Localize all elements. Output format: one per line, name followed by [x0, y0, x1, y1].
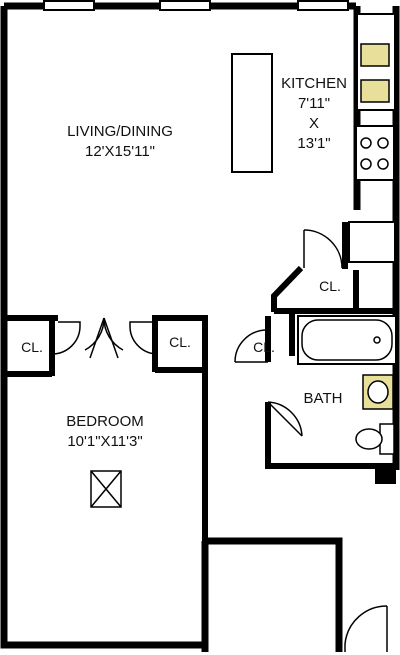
bedroom-door — [84, 317, 124, 359]
bedroom-name: BEDROOM — [66, 413, 144, 430]
closet-label-bath: CL. — [253, 339, 275, 355]
bedroom-walls — [4, 315, 208, 541]
bathtub — [297, 315, 397, 365]
bath-closet-door — [234, 329, 268, 363]
bath-door — [267, 401, 303, 437]
kitchen-counter — [356, 13, 396, 111]
bedroom-dims: 10'1"X11'3" — [67, 433, 143, 450]
kitchen-name: KITCHEN — [281, 75, 347, 92]
closet-label-hall: CL. — [319, 278, 341, 294]
kitchen-sep: X — [308, 115, 319, 132]
living-dining-dims: 12'X15'11" — [85, 143, 155, 160]
living-dining-label: LIVING/DINING 12'X15'11" — [50, 122, 190, 162]
windows — [43, 0, 349, 11]
refrigerator — [348, 221, 396, 263]
entry-door — [344, 605, 388, 652]
kitchen-label: KITCHEN 7'11" X 13'1" — [272, 74, 356, 154]
living-dining-name: LIVING/DINING — [67, 123, 173, 140]
closet-label-bedroom-right: CL. — [169, 334, 191, 350]
bath-walls — [265, 312, 396, 469]
bedroom-label: BEDROOM 10'1"X11'3" — [40, 412, 170, 452]
bedroom-closet-doors — [51, 321, 156, 355]
kitchen-width: 7'11" — [297, 95, 331, 112]
bath-name: BATH — [303, 390, 343, 407]
utility-block — [375, 466, 396, 484]
bath-label: BATH — [296, 389, 350, 409]
toilet — [355, 423, 395, 455]
closet-label-bedroom-left: CL. — [21, 339, 43, 355]
bath-sink — [362, 374, 394, 410]
hall-closet-door — [303, 229, 343, 269]
skylight-icon — [90, 470, 122, 508]
stove-icon — [355, 125, 395, 181]
hall-closet-walls — [271, 222, 396, 314]
kitchen-length: 13'1" — [297, 135, 331, 152]
kitchen-island — [231, 53, 273, 173]
